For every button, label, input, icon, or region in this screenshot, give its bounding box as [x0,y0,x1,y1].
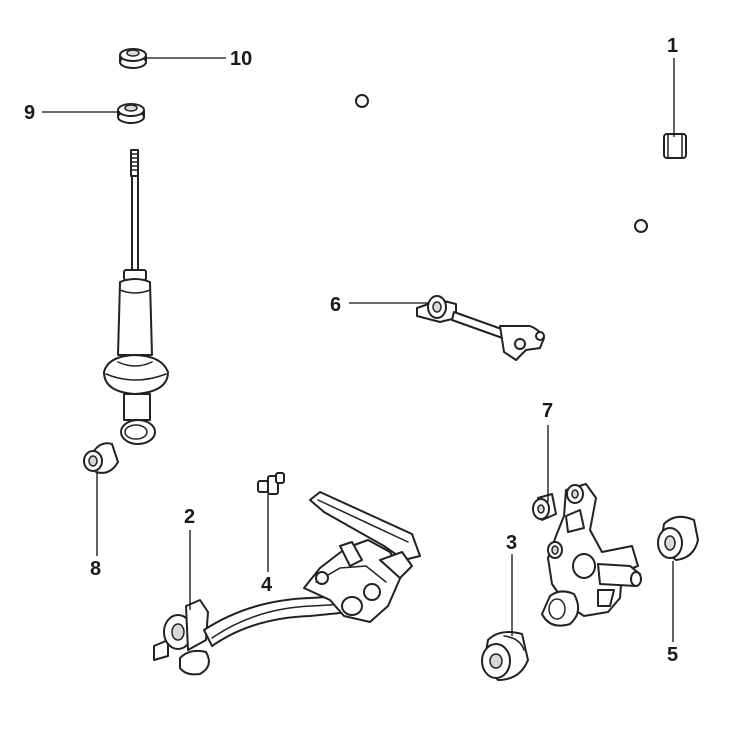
callout-1: 1 [667,35,679,57]
part-7-bushing [532,493,557,521]
rear-knuckle [541,483,642,627]
shock-absorber [103,149,169,445]
part-2-lower-arm [153,491,421,676]
callout-8: 8 [90,558,102,580]
leader-lines [42,57,675,642]
part-1-stabilizer-bar [355,71,708,243]
part-9-washer-nut [117,103,145,124]
callout-4: 4 [261,574,273,596]
callout-9: 9 [24,102,36,124]
part-8-bushing [83,442,119,474]
part-4-bolt [257,472,285,495]
callout-3: 3 [506,532,518,554]
callout-5: 5 [667,644,679,666]
callout-6: 6 [330,294,342,316]
part-6-link-rod [416,295,545,361]
part-10-top-nut [119,48,147,69]
callout-7: 7 [542,400,554,422]
part-5-bushing [657,515,699,561]
callout-10: 10 [230,48,253,70]
part-3-bushing [481,631,529,681]
callout-2: 2 [184,506,196,528]
